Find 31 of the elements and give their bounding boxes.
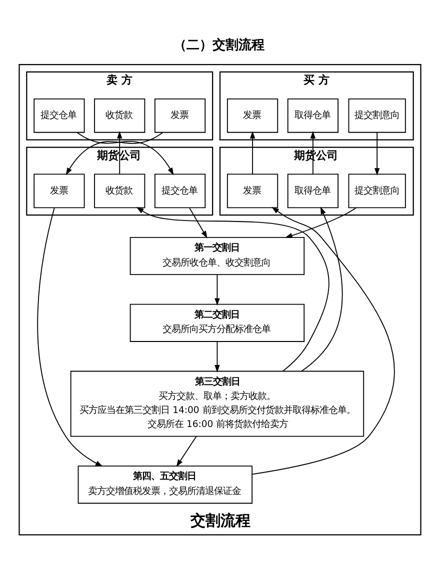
arrow bbox=[301, 206, 343, 372]
arrow bbox=[66, 132, 164, 175]
node-box: 发票 bbox=[154, 98, 206, 132]
node-box: 取得仓单 bbox=[287, 173, 338, 208]
node-box: 提交仓单 bbox=[154, 173, 206, 208]
arrow bbox=[136, 206, 330, 372]
arrow bbox=[214, 340, 220, 372]
node-box: 发票 bbox=[226, 98, 278, 132]
node-box: 第二交割日 交易所向买方分配标准仓单 bbox=[130, 303, 305, 342]
arrow bbox=[374, 132, 380, 176]
node-box: 取得仓单 bbox=[287, 98, 338, 132]
node-box: 第一交割日 交易所收仓单、收交割意向 bbox=[130, 236, 305, 275]
node-box: 提交仓单 bbox=[34, 98, 85, 132]
node-box: 提交割意向 bbox=[348, 98, 406, 132]
node-box: 第三交割日 买方交款、取单；卖方收款。 买方应当在第三交割日 14:00 前到交易所交付货款并取得标准仓单。 交易所在 16:00 前将货款付给卖方 bbox=[70, 370, 364, 436]
arrow bbox=[284, 206, 357, 238]
arrow bbox=[76, 132, 174, 175]
node-box: 提交割意向 bbox=[348, 173, 406, 208]
arrow bbox=[188, 206, 208, 238]
arrow bbox=[37, 206, 103, 466]
node-box: 收货款 bbox=[94, 173, 146, 208]
arrow bbox=[176, 435, 197, 466]
arrow bbox=[117, 130, 122, 174]
node-box: 收货款 bbox=[94, 98, 146, 132]
node-box: 发票 bbox=[34, 173, 85, 208]
arrow bbox=[214, 274, 220, 306]
arrow bbox=[250, 130, 256, 174]
node-box: 第四、五交割日 卖方交增值税发票，交易所清退保证金 bbox=[78, 465, 253, 504]
arrow bbox=[252, 206, 395, 474]
node-box: 发票 bbox=[226, 173, 278, 208]
diagram-title: （二）交割流程 bbox=[174, 37, 265, 52]
